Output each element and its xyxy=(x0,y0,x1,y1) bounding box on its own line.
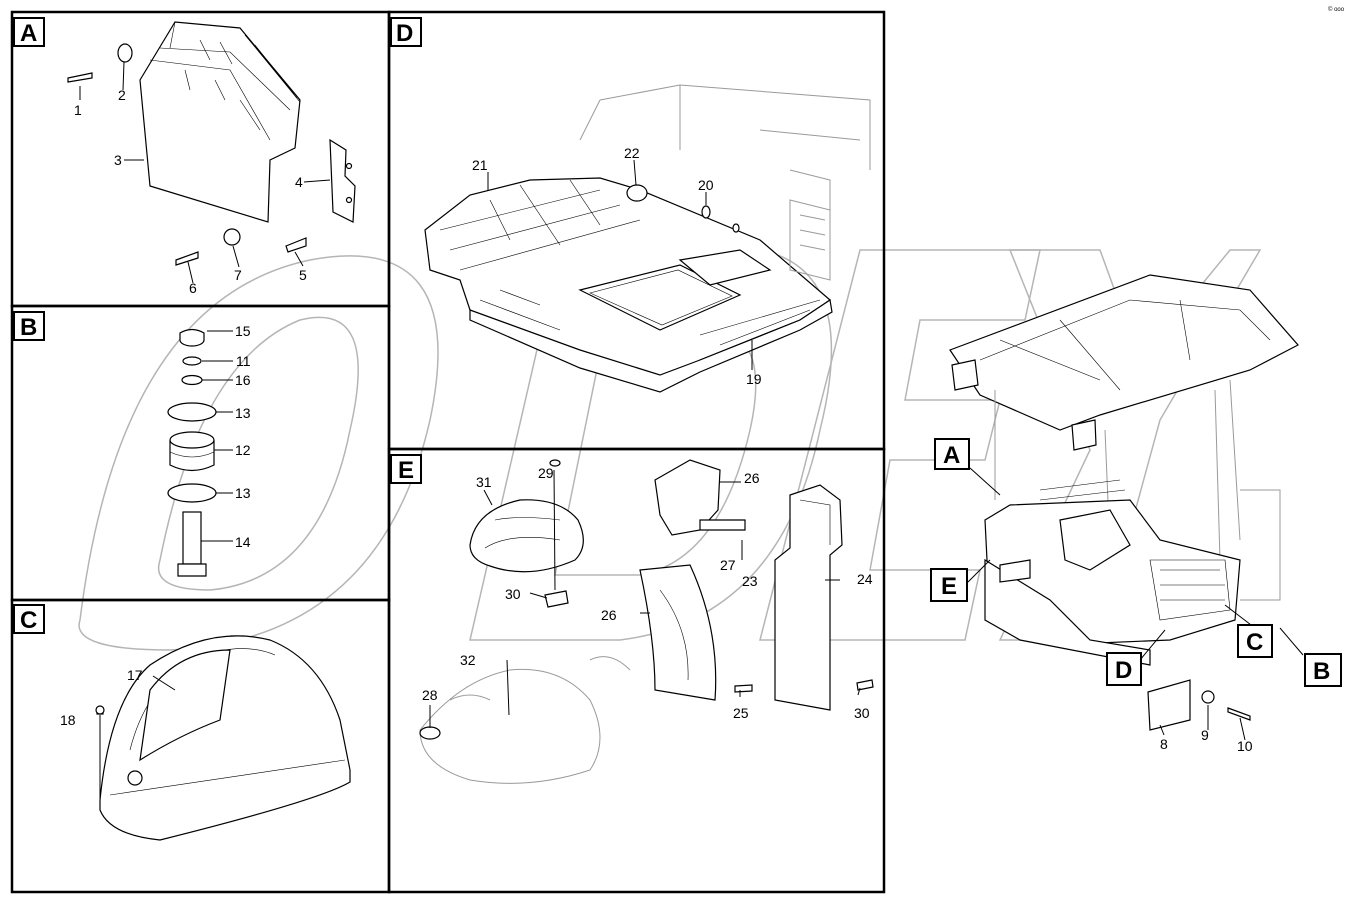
callout-29: 29 xyxy=(538,465,554,481)
callout-24: 24 xyxy=(857,571,873,587)
callout-28: 28 xyxy=(422,687,438,703)
callout-1: 1 xyxy=(74,102,82,118)
callout-21: 21 xyxy=(472,157,488,173)
panel-d-label: D xyxy=(390,17,422,47)
callout-2: 2 xyxy=(118,87,126,103)
callout-11: 11 xyxy=(236,353,251,369)
panel-c-drawing: 17 18 xyxy=(60,635,351,841)
panel-e-label: E xyxy=(390,454,422,484)
callout-25: 25 xyxy=(733,705,749,721)
callout-30a: 30 xyxy=(505,586,521,602)
panel-b-drawing: 15 11 16 13 12 13 14 xyxy=(167,323,251,577)
callout-5: 5 xyxy=(299,267,307,283)
callout-7: 7 xyxy=(234,267,242,283)
callout-26a: 26 xyxy=(744,470,760,486)
panel-a-label: A xyxy=(13,17,45,47)
callout-13a: 13 xyxy=(235,405,251,421)
svg-text:A: A xyxy=(943,442,960,469)
panel-e-frame xyxy=(387,447,886,894)
panel-a-drawing: 1 2 3 4 5 6 7 xyxy=(67,21,356,296)
svg-text:D: D xyxy=(1115,657,1132,684)
overview-marker-e: E xyxy=(930,568,968,602)
callout-17: 17 xyxy=(127,667,143,683)
callout-12: 12 xyxy=(235,442,251,458)
overview-marker-a: A xyxy=(934,438,970,470)
callout-8: 8 xyxy=(1160,736,1168,752)
callout-10: 10 xyxy=(1237,738,1253,754)
svg-text:B: B xyxy=(1313,658,1330,685)
callout-4: 4 xyxy=(295,174,303,190)
svg-text:B: B xyxy=(20,314,37,341)
callout-14: 14 xyxy=(235,534,251,550)
overview-marker-b: B xyxy=(1304,653,1342,687)
overview-marker-c: C xyxy=(1237,624,1273,658)
svg-text:C: C xyxy=(1246,629,1263,656)
callout-31: 31 xyxy=(476,474,492,490)
callout-26b: 26 xyxy=(601,607,617,623)
callout-19: 19 xyxy=(746,371,762,387)
panel-e-drawing: 29 31 26 27 23 24 30 26 32 28 25 30 xyxy=(419,459,874,784)
overview-drawing: A E D C B 8 9 10 xyxy=(930,274,1342,754)
callout-15: 15 xyxy=(235,323,251,339)
callout-16: 16 xyxy=(235,372,251,388)
overview-marker-d: D xyxy=(1106,652,1142,686)
svg-text:D: D xyxy=(396,20,413,47)
callout-3: 3 xyxy=(114,152,122,168)
callout-30b: 30 xyxy=(854,705,870,721)
svg-text:C: C xyxy=(20,607,37,634)
svg-text:E: E xyxy=(398,457,414,484)
callout-6: 6 xyxy=(189,280,197,296)
callout-20: 20 xyxy=(698,177,714,193)
svg-text:E: E xyxy=(941,573,957,600)
svg-text:A: A xyxy=(20,20,37,47)
panel-d-drawing: 21 22 20 19 xyxy=(424,84,871,393)
callout-32: 32 xyxy=(460,652,476,668)
callout-27: 27 xyxy=(720,557,736,573)
callout-23: 23 xyxy=(742,573,758,589)
callout-13b: 13 xyxy=(235,485,251,501)
panel-b-label: B xyxy=(13,311,45,341)
callout-22: 22 xyxy=(624,145,640,161)
callout-9: 9 xyxy=(1201,727,1209,743)
corner-text: © ooo xyxy=(1328,6,1345,13)
callout-18: 18 xyxy=(60,712,76,728)
panel-c-label: C xyxy=(13,604,45,634)
